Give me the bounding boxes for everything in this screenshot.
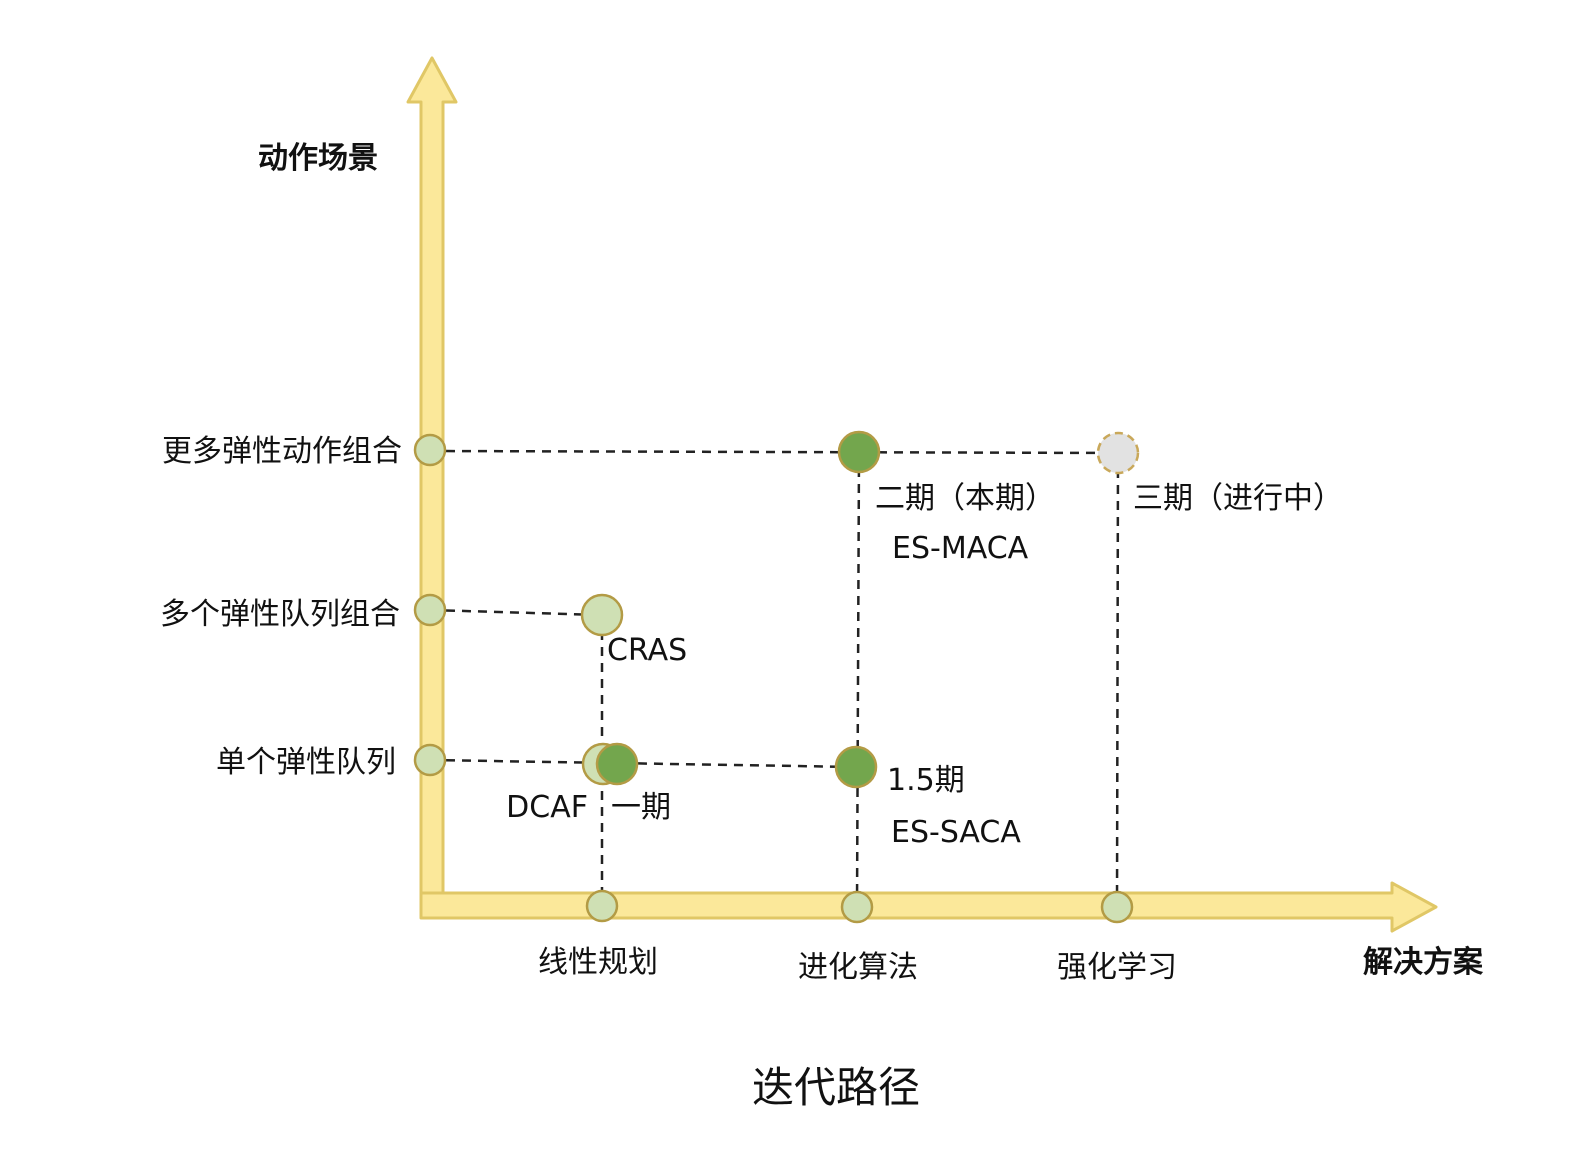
node-es-maca [837,430,881,474]
connector-single-queue-row [429,758,857,769]
x-level-label-evolutionary-algorithm: 进化算法 [798,950,918,985]
node-phase3 [1096,431,1140,475]
y-level-marker-more-actions [413,433,447,467]
node-es-saca [834,745,878,789]
x-level-label-reinforcement-learning: 强化学习 [1057,950,1177,985]
node-label-es-saca-line1: 1.5期 [887,763,965,798]
diagram-caption: 迭代路径 [752,1063,920,1112]
y-level-marker-single-queue [413,743,447,777]
connectors [429,449,1120,908]
x-level-marker-reinforcement-learning [1100,890,1134,924]
markers [413,430,1140,924]
y-level-label-more-actions: 更多弹性动作组合 [162,434,402,469]
x-axis-title: 解决方案 [1363,945,1484,980]
node-label-es-saca-line2: ES-SACA [891,815,1021,850]
y-axis-title: 动作场景 [258,141,378,176]
x-axis-arrow [419,881,1438,933]
node-label-phase1: 一期 [611,790,671,825]
node-phase1 [595,742,639,786]
node-label-es-maca-line2: ES-MACA [892,531,1029,566]
node-label-es-maca-line1: 二期（本期） [875,481,1055,516]
y-level-label-multi-queue: 多个弹性队列组合 [160,597,400,632]
node-label-cras: CRAS [607,633,687,668]
y-level-label-single-queue: 单个弹性队列 [216,745,396,780]
y-level-marker-multi-queue [413,593,447,627]
x-level-label-linear-programming: 线性规划 [538,945,658,980]
connector-reinforcement-column [1115,452,1120,908]
node-label-dcaf: DCAF [506,790,588,825]
axes [406,56,1438,933]
y-axis-arrow [406,56,458,917]
connector-multi-queue-row [429,608,602,617]
x-level-marker-evolutionary-algorithm [840,890,874,924]
node-label-phase3: 三期（进行中） [1133,481,1343,516]
node-cras [580,593,624,637]
x-level-marker-linear-programming [585,889,619,923]
connector-more-actions-row [429,449,1119,455]
connector-evolutionary-column [855,451,861,908]
